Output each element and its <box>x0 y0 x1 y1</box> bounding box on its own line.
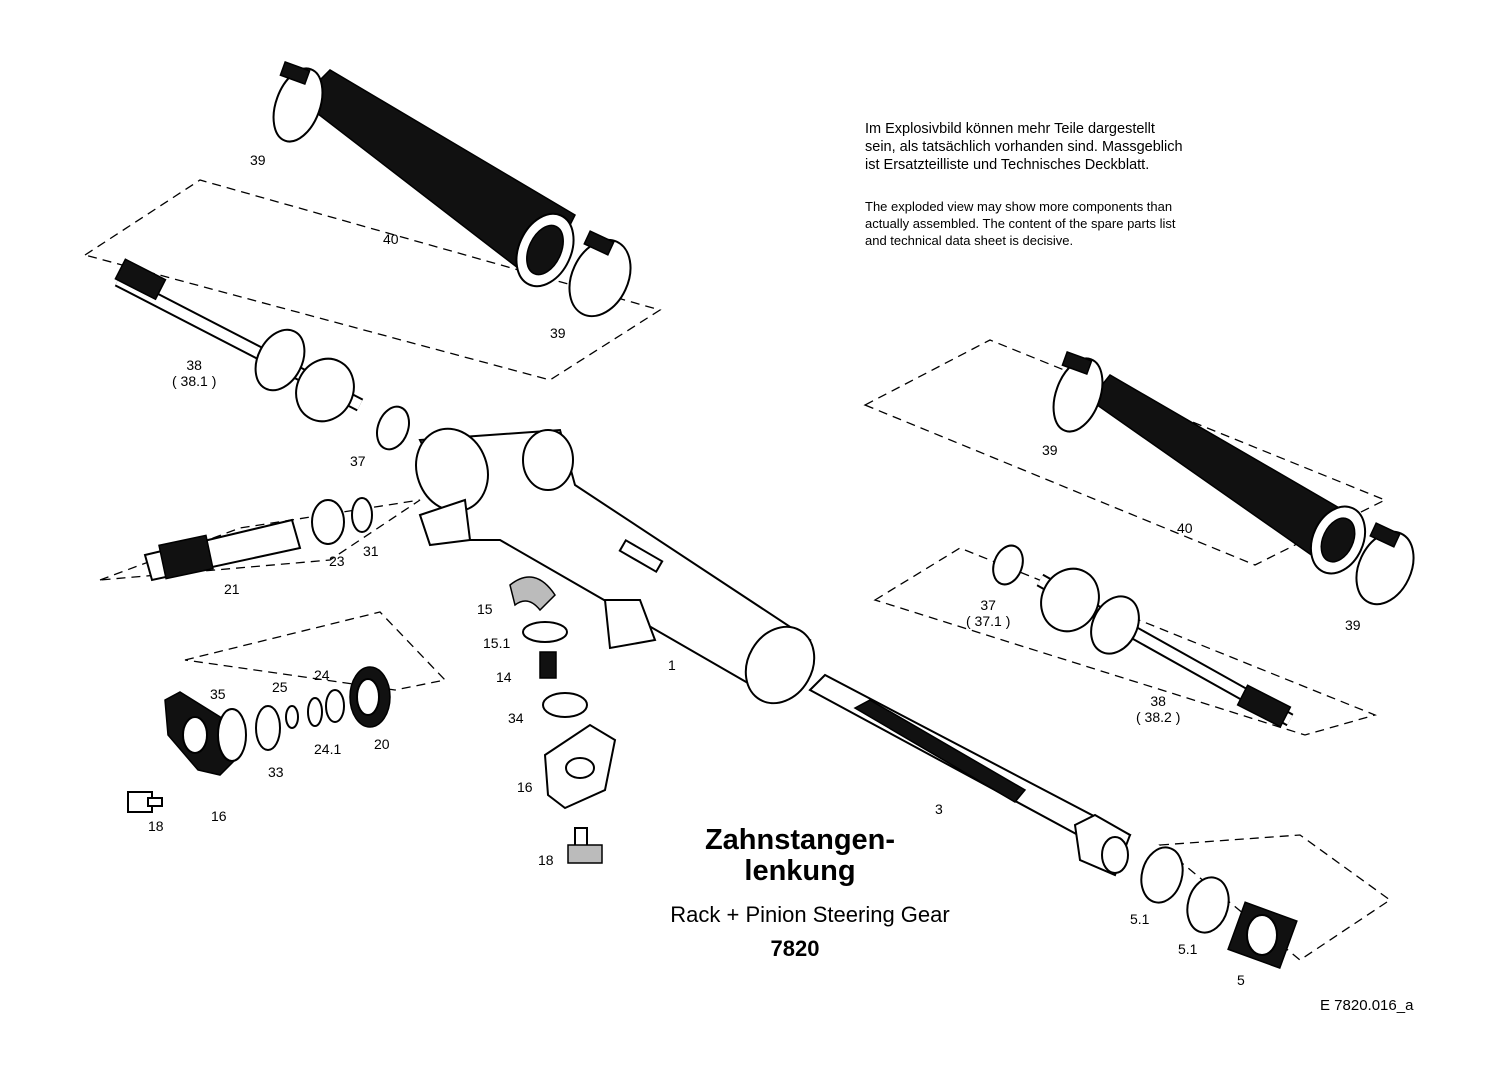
part-label-1: 1 <box>668 657 676 673</box>
bolt-18-left <box>127 791 163 813</box>
title-german: Zahnstangen- lenkung <box>704 824 896 887</box>
ball-bearing-20 <box>349 666 391 728</box>
needle-bearing-23 <box>311 499 345 545</box>
part-label-25: 25 <box>272 679 288 695</box>
part-label-39-right-clamp: 39 <box>1345 617 1361 633</box>
part-label-35: 35 <box>210 686 226 702</box>
part-label-16-mid: 16 <box>517 779 533 795</box>
pinion-21 <box>143 518 302 582</box>
part-label-40-right: 40 <box>1177 520 1193 536</box>
rack-3 <box>808 673 1132 877</box>
spring-14 <box>539 651 557 679</box>
note-german: Im Explosivbild können mehr Teile darges… <box>865 121 1183 173</box>
part-label-23: 23 <box>329 553 345 569</box>
part-label-39-right: 39 <box>1042 442 1058 458</box>
part-label-38-right: 38 ( 38.2 ) <box>1136 693 1181 725</box>
part-label-34: 34 <box>508 710 524 726</box>
note-english: The exploded view may show more componen… <box>865 199 1176 248</box>
product-code: 7820 <box>770 936 820 961</box>
part-label-18-left: 18 <box>148 818 164 834</box>
o-ring-35 <box>217 708 247 762</box>
part-label-15: 15 <box>477 601 493 617</box>
group-frame-left-tie-rod <box>83 179 662 381</box>
thrust-piece-15 <box>509 576 556 612</box>
part-label-5-1-b: 5.1 <box>1178 941 1198 957</box>
part-label-39-top: 39 <box>250 152 266 168</box>
bolt-18-mid <box>567 827 603 864</box>
part-label-5: 5 <box>1237 972 1245 988</box>
part-label-14: 14 <box>496 669 512 685</box>
clamp-39-right-left <box>1052 351 1104 433</box>
cover-16-left <box>164 691 236 776</box>
ring-5-1-a <box>1140 846 1184 904</box>
part-label-5-1-a: 5.1 <box>1130 911 1150 927</box>
o-ring-33 <box>255 705 281 751</box>
clamp-39-top-right <box>568 230 632 318</box>
ring-5-1-b <box>1186 876 1230 934</box>
title-english: Rack + Pinion Steering Gear <box>670 902 950 927</box>
part-label-3: 3 <box>935 801 943 817</box>
group-frame-rack-end <box>1158 834 1392 961</box>
part-label-37-right: 37 ( 37.1 ) <box>966 597 1011 629</box>
group-frame-right-tie-rod <box>873 547 1378 736</box>
o-ring-34 <box>542 692 588 718</box>
part-label-37-left: 37 <box>350 453 366 469</box>
part-label-16-left: 16 <box>211 808 227 824</box>
part-label-21: 21 <box>224 581 240 597</box>
ring-24 <box>307 697 323 727</box>
housing-1 <box>415 427 816 705</box>
ring-25 <box>285 705 299 729</box>
lock-washer-37-right <box>992 544 1024 586</box>
part-label-20: 20 <box>374 736 390 752</box>
part-label-39-top-clamp: 39 <box>550 325 566 341</box>
boot-40-top <box>298 69 576 288</box>
part-label-40-top: 40 <box>383 231 399 247</box>
group-frame-pinion <box>99 499 421 581</box>
ring-15-1 <box>522 621 568 643</box>
ring-31 <box>351 497 373 533</box>
part-label-24: 24 <box>314 667 330 683</box>
tie-rod-38-left <box>114 258 364 423</box>
lock-washer-37-left <box>376 405 410 451</box>
part-label-31: 31 <box>363 543 379 559</box>
part-label-15-1: 15.1 <box>483 635 511 651</box>
clamp-39-top-left <box>272 61 324 143</box>
cover-16-mid <box>543 723 617 810</box>
ring-24-1 <box>325 689 345 723</box>
part-label-33: 33 <box>268 764 284 780</box>
bushing-5 <box>1227 901 1298 970</box>
tie-rod-38-right <box>1036 567 1294 728</box>
part-label-24-1: 24.1 <box>314 741 342 757</box>
document-id: E 7820.016_a <box>1320 997 1414 1014</box>
clamp-39-right-right <box>1355 522 1415 606</box>
boot-40-right <box>1088 374 1367 575</box>
group-frame-right-boot <box>863 339 1387 566</box>
part-label-38-left: 38 ( 38.1 ) <box>172 357 217 389</box>
part-label-18-mid: 18 <box>538 852 554 868</box>
